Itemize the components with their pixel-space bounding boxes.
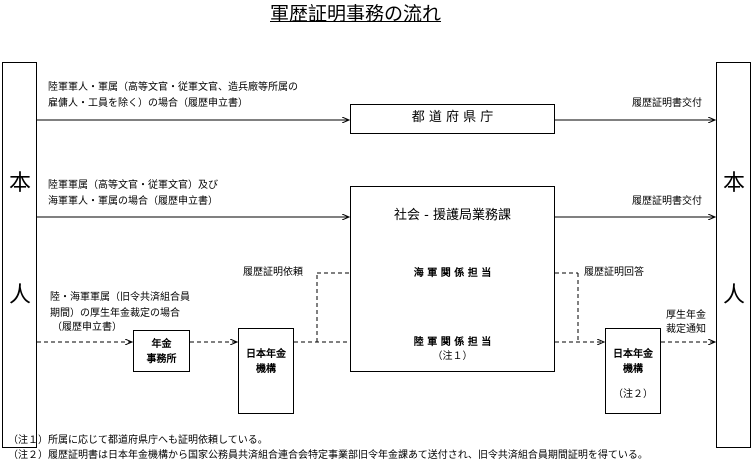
flow-label: 海軍軍人・軍属の場合（履歴申立書） xyxy=(48,196,218,207)
army-note: （注１） xyxy=(432,351,473,362)
flow-label: 陸軍軍属（高等文官・従軍文官）及び xyxy=(48,180,218,191)
person-left-box: 本 人 xyxy=(2,62,37,448)
army-section: 陸 軍 関 係 担 当 xyxy=(392,335,513,351)
flow-label: 期間）の厚生年金裁定の場合 xyxy=(50,308,180,319)
flow-label: 陸・海軍軍属（旧令共済組合員 xyxy=(50,292,190,303)
pension-office-box: 年金事務所 xyxy=(133,330,190,372)
notice-label: 厚生年金 xyxy=(666,310,706,321)
footnote-1: （注１）所属に応じて都道府県庁へも証明依頼している。 xyxy=(8,435,268,446)
box-text: 事務所 xyxy=(146,354,177,365)
bureau-box: 社会 - 援護局業務課 海 軍 関 係 担 当 陸 軍 関 係 担 当 （注１） xyxy=(350,186,555,372)
box-text: 日本年金 xyxy=(246,349,286,360)
prefecture-label: 都 道 府 県 庁 xyxy=(411,110,494,125)
person-char: 本 xyxy=(9,171,32,196)
issue-label: 履歴証明書交付 xyxy=(632,98,702,109)
jpo-right-box: 日本年金機構 （注２） xyxy=(605,328,661,414)
bureau-label: 社会 - 援護局業務課 xyxy=(351,208,554,224)
request-label: 履歴証明依頼 xyxy=(243,267,303,278)
box-note: （注２） xyxy=(613,389,653,400)
person-char: 人 xyxy=(723,283,746,308)
flow-label: 陸軍軍人・軍属（高等文官・従軍文官、造兵廠等所属の xyxy=(48,82,298,93)
person-char: 本 xyxy=(723,171,746,196)
flow-label: （履歴申立書） xyxy=(52,322,122,333)
notice-label: 裁定通知 xyxy=(666,324,706,335)
prefecture-box: 都 道 府 県 庁 xyxy=(350,104,555,134)
person-char: 人 xyxy=(9,283,32,308)
box-text: 日本年金 xyxy=(613,349,653,360)
footnote-2: （注２）履歴証明書は日本年金機構から国家公務員共済組合連合会特定事業部旧令年金課… xyxy=(8,450,648,461)
flow-label: 雇傭人・工員を除く）の場合（履歴申立書） xyxy=(48,98,248,109)
box-text: 機構 xyxy=(623,364,643,375)
issue-label: 履歴証明書交付 xyxy=(632,196,702,207)
navy-section: 海 軍 関 係 担 当 xyxy=(392,266,513,282)
box-text: 年金 xyxy=(151,339,172,350)
jpo-left-box: 日本年金機構 xyxy=(238,328,294,414)
box-text: 機構 xyxy=(256,364,276,375)
person-right-box: 本 人 xyxy=(716,62,751,448)
reply-label: 履歴証明回答 xyxy=(584,267,644,278)
page-title: 軍歴証明事務の流れ xyxy=(270,3,442,25)
